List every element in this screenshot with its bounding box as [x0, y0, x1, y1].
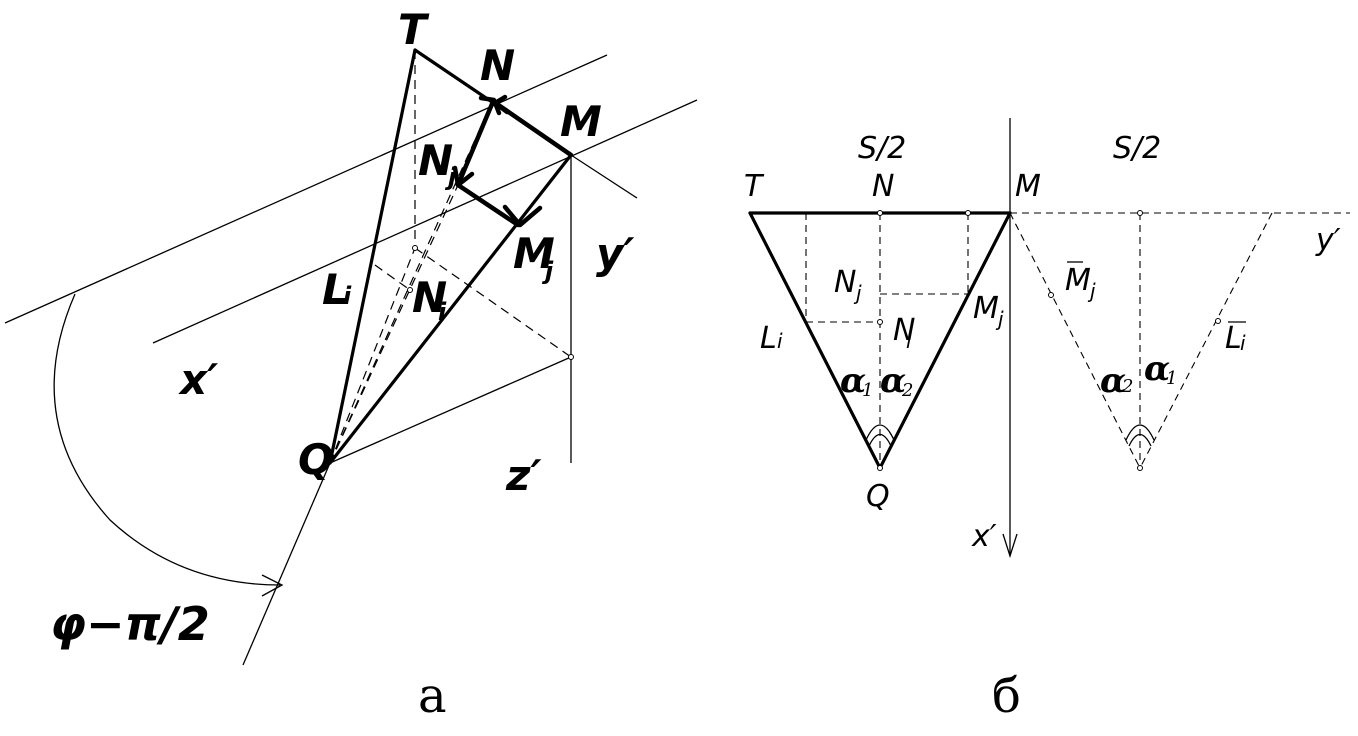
label-ni-b: N [893, 313, 915, 348]
point-right-apex [1137, 465, 1143, 471]
point-q-b [877, 465, 883, 471]
label-q-b: Q [866, 479, 890, 514]
label-nj-b: N [834, 265, 856, 300]
label-angle: φ−π/2 [50, 597, 210, 651]
m-extension-line [570, 154, 638, 199]
arrow-m-n [494, 101, 574, 158]
plane-line-middle [152, 99, 698, 344]
label-alpha2-left: α [880, 361, 906, 401]
label-t: T [398, 5, 430, 54]
arrow-nj-n-head [478, 95, 502, 116]
label-t-b: T [744, 169, 765, 204]
label-mj-tilde-sub: j [1087, 279, 1096, 303]
plane-line-lower [329, 356, 572, 464]
label-li-b: L [760, 321, 777, 356]
q-extension-line [242, 462, 331, 666]
point-li-tilde [1215, 318, 1221, 324]
label-mj-b-sub: j [995, 307, 1004, 331]
label-m-b: M [1015, 169, 1041, 204]
label-x-axis: x′ [178, 355, 218, 404]
edge-t-n [413, 48, 494, 104]
dashed-li-ni [374, 264, 411, 291]
point-t-proj [412, 245, 418, 251]
label-alpha1-right-sub: 1 [1166, 368, 1177, 389]
point-ni [407, 287, 413, 293]
edge-m-q [328, 153, 573, 465]
point-right-top [1137, 210, 1143, 216]
arrow-n-nj [455, 101, 495, 188]
label-x-axis-b: x′ [971, 519, 997, 554]
point-n-b [877, 210, 883, 216]
label-li: L [322, 265, 349, 314]
label-n-b: N [872, 169, 894, 204]
label-li-tilde: L [1225, 321, 1242, 356]
panel-b: S/2 S/2 T N M y′ M j N j M j L i N i L i… [744, 118, 1350, 724]
label-li-b-sub: i [777, 329, 783, 353]
label-y-axis: y′ [596, 229, 634, 278]
dashed-to-z [414, 247, 572, 358]
edge-t-q-b [748, 211, 882, 470]
point-top-right [965, 210, 971, 216]
label-alpha1-left-sub: 1 [862, 380, 873, 401]
arc-right-1 [1125, 424, 1155, 441]
arc-left-1 [865, 424, 895, 441]
label-li-sub: i [343, 282, 352, 310]
arc-left-2 [868, 433, 892, 447]
dashed-q-t-proj [329, 247, 416, 464]
angle-arc [53, 293, 281, 586]
plane-line-upper [4, 54, 608, 324]
dashed-right-apex [1139, 212, 1273, 469]
caption-b: б [992, 668, 1021, 724]
label-z-axis: z′ [505, 451, 542, 500]
label-y-axis-b: y′ [1315, 223, 1341, 258]
label-s-right: S/2 [1113, 131, 1161, 166]
arc-right-2 [1128, 433, 1152, 447]
label-ni-sub: i [438, 298, 447, 326]
label-q: Q [298, 435, 334, 484]
label-alpha2-left-sub: 2 [901, 380, 913, 401]
label-mj-sub: j [541, 257, 554, 285]
label-nj-b-sub: j [853, 281, 862, 305]
arrow-nj-mj-head [502, 204, 543, 228]
arrow-nj-mj [455, 182, 521, 228]
label-ni: N [412, 273, 447, 322]
vector-arrows [452, 94, 574, 228]
label-mj-b: M [973, 291, 999, 326]
dashed-q-n [329, 101, 493, 464]
label-alpha1-right: α [1144, 349, 1170, 389]
label-li-tilde-sub: i [1240, 331, 1246, 355]
point-mj-tilde [1048, 292, 1054, 298]
edge-t-q [328, 48, 417, 465]
angle-arc-arrowhead [261, 574, 284, 597]
label-alpha2-right: α [1100, 361, 1126, 401]
label-mj-tilde: M [1065, 263, 1091, 298]
label-mj: M [513, 229, 555, 278]
edge-m-q-b [878, 211, 1012, 470]
point-ni-b [877, 319, 883, 325]
label-nj: N [418, 136, 453, 185]
label-ni-b-sub: i [906, 329, 912, 353]
panel-a: T N M N j M j y′ L i N i x′ Q z′ φ−π/2 а [4, 5, 698, 724]
label-s-left: S/2 [858, 131, 906, 166]
x-axis-arrowhead [1002, 533, 1018, 559]
caption-a: а [418, 668, 447, 724]
label-nj-sub: j [444, 163, 457, 191]
label-m: M [560, 97, 602, 146]
label-alpha2-right-sub: 2 [1121, 376, 1133, 397]
point-z [568, 354, 574, 360]
label-n: N [480, 41, 515, 90]
dashed-m-apex [1009, 212, 1141, 469]
label-alpha1-left: α [840, 361, 866, 401]
